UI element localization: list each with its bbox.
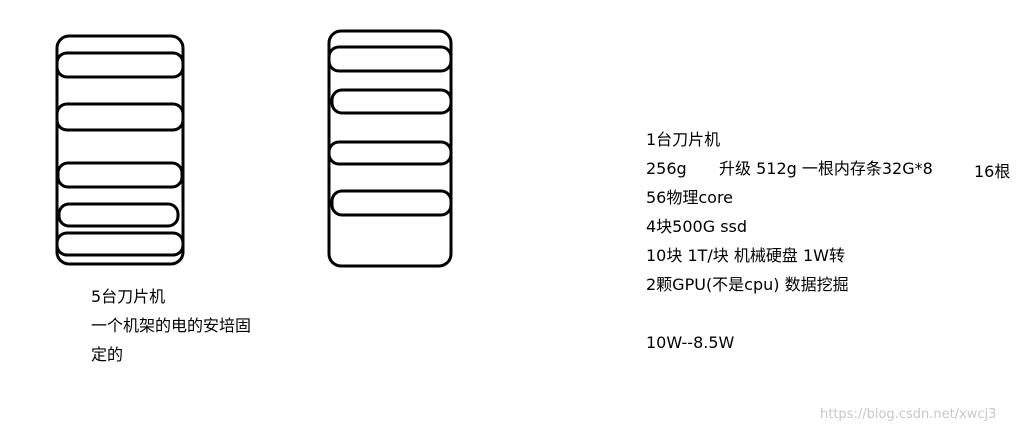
rack-frame	[327, 29, 453, 268]
blade-slot	[55, 102, 185, 132]
server-rack-right	[327, 29, 453, 268]
server-rack-left	[55, 34, 185, 266]
left-note-line-1: 5台刀片机	[91, 287, 166, 306]
spec-line-memory-upgrade: 升级 512g 一根内存条32G*8	[719, 159, 933, 178]
spec-line-cores: 56物理core	[646, 188, 734, 207]
blade-slot	[55, 51, 185, 79]
blade-slot	[57, 202, 180, 228]
blade-slot	[56, 161, 184, 189]
left-note-line-2: 一个机架的电的安培固	[91, 316, 252, 335]
spec-line-ssd: 4块500G ssd	[646, 217, 748, 236]
spec-line-memory: 256g	[646, 159, 687, 178]
spec-line-gpu: 2颗GPU(不是cpu) 数据挖掘	[646, 275, 849, 294]
blade-slot	[330, 189, 453, 217]
spec-line-price: 10W--8.5W	[646, 333, 735, 352]
blade-slot	[55, 231, 185, 257]
blade-slot	[327, 140, 453, 166]
blade-slot	[330, 88, 453, 115]
rack-frame	[55, 34, 185, 266]
left-note-line-3: 定的	[91, 345, 124, 364]
blade-slot	[327, 45, 453, 73]
spec-line-hdd: 10块 1T/块 机械硬盘 1W转	[646, 246, 845, 265]
spec-aside-count: 16根	[974, 162, 1011, 181]
watermark-text: https://blog.csdn.net/xwcj3	[820, 407, 997, 422]
spec-line-title: 1台刀片机	[646, 130, 721, 149]
